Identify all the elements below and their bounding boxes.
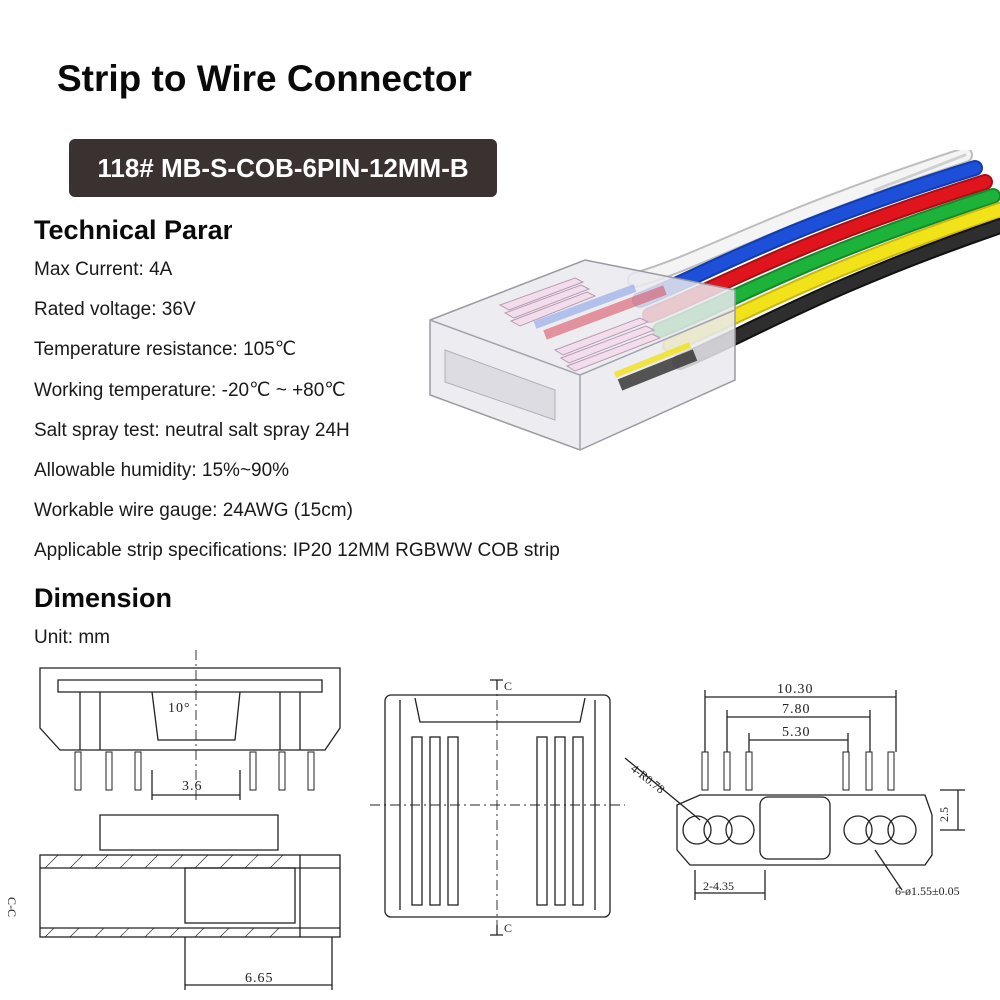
model-badge: 118# MB-S-COB-6PIN-12MM-B	[69, 139, 497, 197]
spec-temperature-resistance: Temperature resistance: 105℃	[34, 339, 297, 361]
spec-working-temperature: Working temperature: -20℃ ~ +80℃	[34, 379, 346, 401]
hole-pitch-label: 2-4.35	[703, 879, 734, 893]
unit-label: Unit: mm	[34, 627, 110, 648]
dimension-drawings: 10° 3.6 6.65 C C C-C 10.30 7.80 5.30 4-R…	[5, 650, 965, 990]
page-title: Strip to Wire Connector	[57, 58, 472, 99]
section-marker-bottom: C	[504, 921, 512, 935]
dimension-heading: Dimension	[34, 583, 173, 613]
spec-humidity: Allowable humidity: 15%~90%	[34, 459, 290, 481]
spec-max-current: Max Current: 4A	[34, 259, 173, 280]
spec-list: Max Current: 4A Rated voltage: 36V Tempe…	[34, 258, 560, 580]
width-mid-label: 7.80	[782, 702, 811, 717]
spec-salt-spray: Salt spray test: neutral salt spray 24H	[34, 419, 350, 441]
spec-rated-voltage: Rated voltage: 36V	[34, 299, 196, 321]
section-view	[39, 814, 341, 990]
radius-label: 4-R0.78	[628, 761, 667, 796]
width-inner-label: 5.30	[782, 725, 811, 740]
connector-product-image	[429, 150, 1000, 451]
spec-wire-gauge: Workable wire gauge: 24AWG (15cm)	[34, 500, 353, 522]
technical-parameters-heading: Technical Parameters	[34, 215, 232, 245]
angle-label: 10°	[168, 701, 191, 716]
pitch-label: 3.6	[182, 779, 203, 794]
end-view	[624, 690, 965, 900]
top-view	[370, 680, 625, 930]
section-label: C-C	[5, 897, 19, 917]
connector-body	[429, 259, 736, 451]
length-label: 6.65	[245, 971, 274, 986]
width-total-label: 10.30	[777, 682, 814, 697]
spec-strip-spec: Applicable strip specifications: IP20 12…	[34, 540, 560, 562]
section-marker-top: C	[504, 679, 512, 693]
front-view	[39, 650, 341, 800]
height-label: 2.5	[937, 807, 951, 822]
hole-diameter-label: 6-ø1.55±0.05	[895, 884, 960, 898]
